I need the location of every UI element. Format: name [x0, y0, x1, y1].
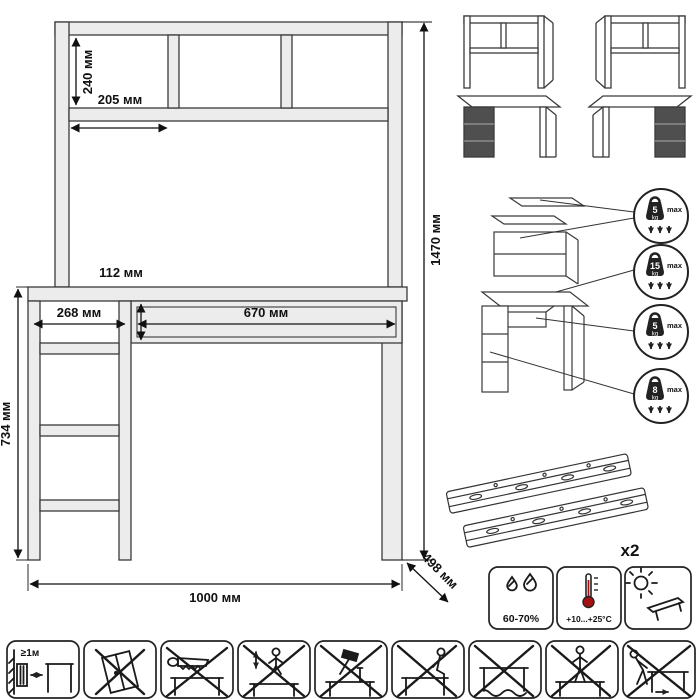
- hutch-top-board: [54, 21, 403, 36]
- cabinet-shelf-1: [39, 424, 120, 437]
- hutch-right-panel: [387, 21, 403, 288]
- tilted-table-icon: [646, 596, 685, 621]
- dimension-desk-height: 734 мм: [0, 288, 23, 559]
- dim-112-label: 112 мм: [99, 265, 143, 280]
- dimension-total-height: 1470 мм: [419, 22, 443, 560]
- care-icon-no-saw: [160, 640, 234, 699]
- exploded-cabinet: [481, 305, 509, 393]
- dimension-depth: 498 мм: [406, 550, 461, 603]
- desktop: [27, 286, 408, 302]
- care-icon-no-jump: [237, 640, 311, 699]
- load-unit: kg: [652, 272, 658, 278]
- standing-person-icon: [572, 645, 588, 683]
- care-icon-no-tilt: [83, 640, 157, 699]
- hutch-left-panel: [54, 21, 70, 288]
- load-max-label: max: [667, 261, 683, 270]
- exploded-leg: [563, 305, 573, 391]
- care-icon-no-drag: [622, 640, 696, 699]
- load-value: 5: [652, 205, 657, 215]
- kettlebell-icon: [649, 252, 661, 259]
- exploded-shelf-board: [490, 215, 568, 225]
- drawer-slides: x2: [445, 453, 649, 560]
- cabinet-shelf-2: [39, 499, 120, 512]
- min-distance-label: ≥1м: [21, 648, 39, 659]
- load-unit: kg: [652, 396, 658, 402]
- dim-268-label: 268 мм: [57, 305, 102, 320]
- dimension-drawer-width: 670 мм: [137, 305, 396, 329]
- down-arrows-icon: [648, 342, 672, 350]
- dim-1000-label: 1000 мм: [189, 590, 241, 605]
- kettlebell-icon: [649, 376, 661, 383]
- thermometer-icon: [582, 573, 598, 609]
- load-max-label: max: [667, 205, 683, 214]
- load-max-label: max: [667, 321, 683, 330]
- dim-205-label: 205 мм: [98, 92, 143, 107]
- kettlebell-icon: [649, 196, 661, 203]
- load-unit: kg: [652, 332, 658, 338]
- dimension-shelf-depth: 205 мм: [70, 92, 168, 133]
- dimension-total-width: 1000 мм: [29, 579, 401, 605]
- care-icon-no-hammer: [314, 640, 388, 699]
- slides-count-label: x2: [621, 541, 640, 560]
- care-icon-no-uneven-floor: [468, 640, 542, 699]
- dim-498-label: 498 мм: [419, 550, 461, 592]
- cabinet-left-wall: [27, 300, 41, 561]
- slide-rail-icon: [462, 487, 649, 548]
- hutch-divider-2: [280, 34, 293, 109]
- dim-734-label: 734 мм: [0, 402, 13, 447]
- dimension-cabinet-width: 268 мм: [33, 305, 126, 329]
- care-icon-heat-distance: ≥1м: [6, 640, 80, 699]
- down-arrows-icon: [648, 406, 672, 414]
- cabinet-right-wall: [118, 300, 132, 561]
- variant-left-pedestal: [457, 15, 561, 158]
- care-icon-no-stand: [545, 640, 619, 699]
- main-desk-drawing: 240 мм 205 мм 1470 мм 112 мм 268 мм 670 …: [0, 21, 461, 605]
- load-badge-drawer: 5 kg max: [633, 304, 689, 360]
- table-icon: [170, 677, 224, 696]
- wavy-floor-icon: [477, 689, 527, 697]
- slide-rail-icon: [445, 453, 632, 514]
- table-icon: [45, 663, 74, 693]
- dim-1470-label: 1470 мм: [428, 214, 443, 266]
- dim-670-label: 670 мм: [244, 305, 289, 320]
- dim-240-label: 240 мм: [80, 50, 95, 95]
- load-value: 8: [652, 385, 657, 395]
- exploded-desktop: [480, 291, 590, 307]
- exploded-view: [480, 197, 635, 395]
- variant-right-pedestal: [588, 15, 692, 158]
- care-icon-no-sit: [391, 640, 465, 699]
- temperature-label: +10...+25°C: [566, 614, 611, 624]
- load-badge-shelf: 5 kg max: [633, 188, 689, 244]
- hutch-shelf: [68, 107, 389, 122]
- cabinet-top-board: [39, 342, 120, 355]
- load-badge-desktop: 15 kg max: [633, 244, 689, 300]
- kettlebell-icon: [649, 312, 661, 319]
- load-value: 5: [652, 321, 657, 331]
- down-arrows-icon: [648, 226, 672, 234]
- hutch-divider-1: [167, 34, 180, 109]
- down-arrows-icon: [648, 282, 672, 290]
- condition-temperature: +10...+25°C: [556, 566, 622, 630]
- load-value: 15: [650, 261, 660, 271]
- dimension-shelf-height: 240 мм: [71, 37, 95, 106]
- exploded-top-board: [508, 197, 586, 207]
- humidity-label: 60-70%: [503, 613, 540, 625]
- humidity-drops-icon: [506, 572, 537, 592]
- radiator-icon: [8, 649, 28, 695]
- care-strip: ≥1м: [6, 640, 696, 699]
- load-badge-cabinet-shelf: 8 kg max: [633, 368, 689, 424]
- condition-humidity: 60-70%: [488, 566, 554, 630]
- sun-icon: [625, 567, 658, 599]
- condition-sunlight: [624, 566, 692, 630]
- load-unit: kg: [652, 216, 658, 222]
- load-max-label: max: [667, 385, 683, 394]
